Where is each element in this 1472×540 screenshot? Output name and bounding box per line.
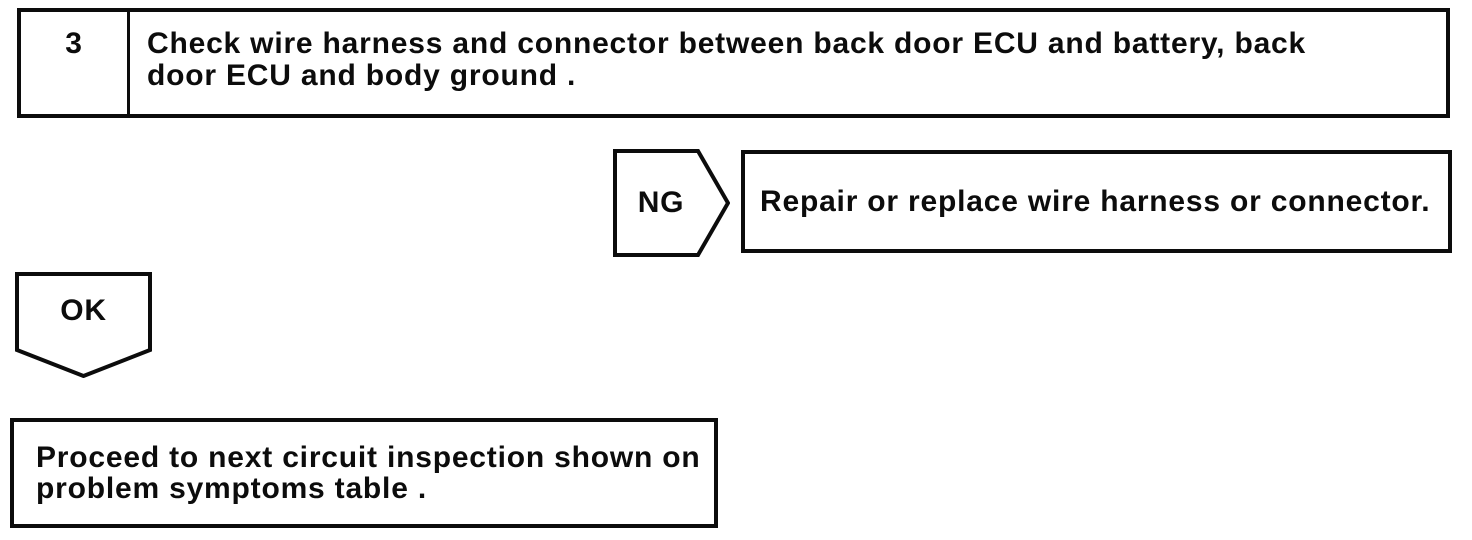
ng-arrow: NG (613, 149, 730, 257)
step-instruction: Check wire harness and connector between… (147, 27, 1307, 92)
ng-label: NG (637, 186, 685, 219)
step-number: 3 (21, 12, 130, 114)
ng-action-text: Repair or replace wire harness or connec… (760, 184, 1431, 218)
ng-pentagon-right-icon (613, 149, 730, 257)
ok-label: OK (60, 294, 107, 327)
ok-arrow: OK (15, 272, 152, 378)
result-box: Proceed to next circuit inspection shown… (10, 418, 718, 528)
ok-pentagon-down-icon (15, 272, 152, 378)
ng-action-box: Repair or replace wire harness or connec… (741, 150, 1452, 253)
step-box: 3 Check wire harness and connector betwe… (17, 8, 1450, 118)
result-text: Proceed to next circuit inspection shown… (36, 441, 701, 505)
